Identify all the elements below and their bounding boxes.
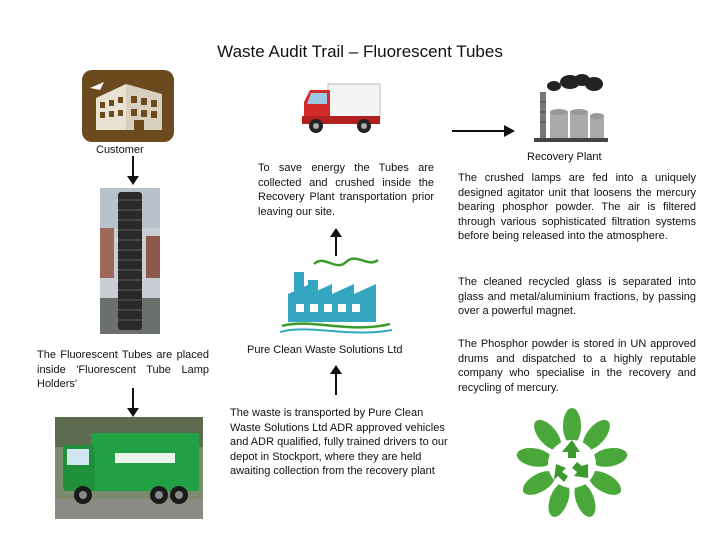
van-icon — [302, 83, 381, 133]
green-truck-image — [55, 417, 203, 519]
glass-text: The cleaned recycled glass is separated … — [458, 276, 696, 317]
factory-icon — [280, 257, 392, 334]
arrow-right-icon — [452, 125, 515, 137]
power-plant-icon — [534, 74, 608, 142]
recycle-icon — [516, 408, 628, 517]
arrow-up-icon — [330, 228, 342, 256]
crushing-text: The crushed lamps are fed into a uniquel… — [458, 172, 696, 242]
transport-text: The waste is transported by Pure Clean W… — [230, 407, 448, 477]
page-title: Waste Audit Trail – Fluorescent Tubes — [217, 42, 503, 61]
holders-text: The Fluorescent Tubes are placed inside … — [37, 349, 209, 390]
arrow-down-icon — [127, 156, 139, 185]
collection-text: To save energy the Tubes are collected a… — [258, 162, 434, 218]
phosphor-text: The Phosphor powder is stored in UN appr… — [458, 338, 696, 394]
recovery-plant-label: Recovery Plant — [527, 151, 602, 163]
arrow-down-icon — [127, 388, 139, 417]
pure-clean-label: Pure Clean Waste Solutions Ltd — [247, 344, 403, 356]
tube-lamp-holder-image — [100, 188, 160, 334]
customer-label: Customer — [96, 144, 144, 156]
arrow-up-icon — [330, 365, 342, 395]
building-icon — [82, 70, 174, 142]
